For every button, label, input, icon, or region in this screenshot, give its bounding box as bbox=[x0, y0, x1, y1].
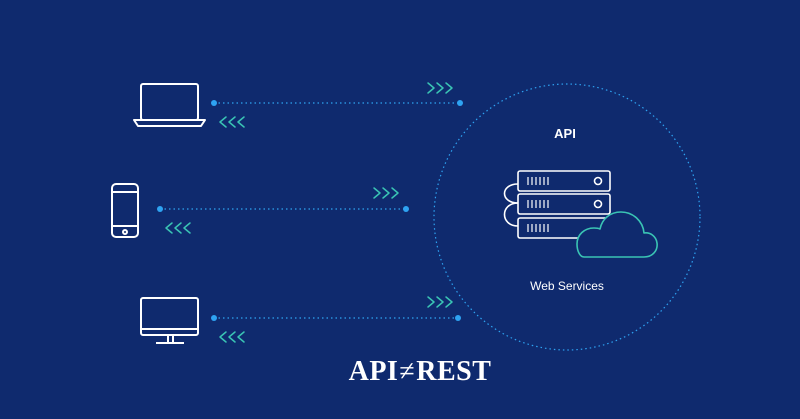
connection-smartphone bbox=[157, 206, 409, 212]
server-stack-icon bbox=[503, 170, 611, 239]
connection-desktop bbox=[211, 315, 461, 321]
response-chevrons-laptop bbox=[219, 116, 245, 128]
cloud-icon bbox=[576, 211, 658, 258]
response-chevrons-desktop bbox=[219, 331, 245, 343]
laptop-icon bbox=[133, 83, 206, 127]
connection-laptop bbox=[211, 100, 463, 106]
web-services-label: Web Services bbox=[530, 279, 604, 293]
headline: API≠REST bbox=[300, 356, 540, 388]
headline-api: API bbox=[348, 356, 399, 387]
request-chevrons-laptop bbox=[427, 82, 453, 94]
not-equal-symbol: ≠ bbox=[399, 356, 416, 387]
response-chevrons-smartphone bbox=[165, 222, 191, 234]
api-boundary-circle bbox=[433, 83, 701, 351]
headline-rest: REST bbox=[416, 356, 492, 387]
request-chevrons-smartphone bbox=[373, 187, 399, 199]
api-label: API bbox=[554, 126, 576, 141]
desktop-monitor-icon bbox=[140, 297, 199, 344]
smartphone-icon bbox=[111, 183, 139, 238]
request-chevrons-desktop bbox=[427, 296, 453, 308]
